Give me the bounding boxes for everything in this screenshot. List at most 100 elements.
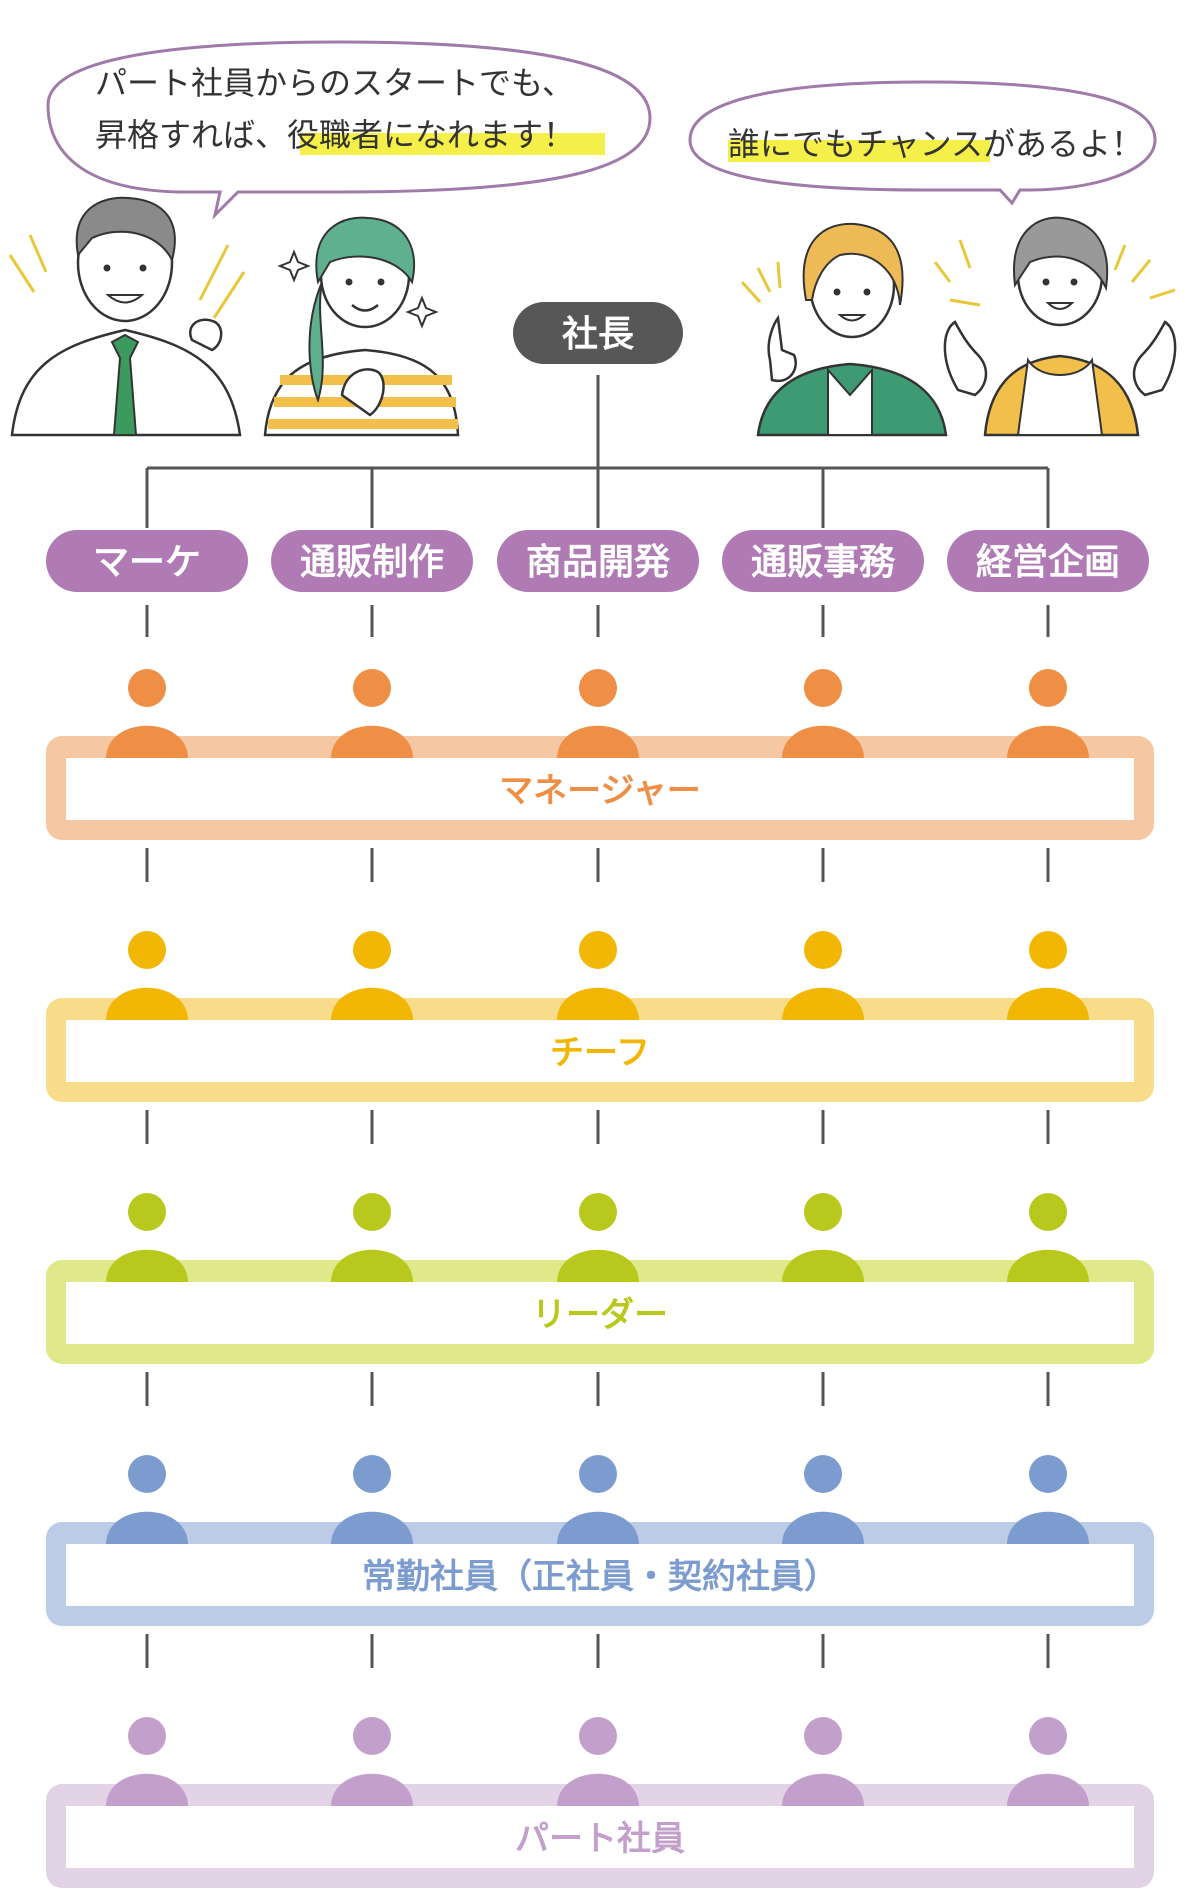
person-body <box>106 1249 188 1282</box>
person-body <box>106 1511 188 1544</box>
person-body <box>557 725 639 758</box>
person-icon <box>1007 1193 1089 1282</box>
person-head <box>1029 1717 1067 1755</box>
person-icon <box>782 1455 864 1544</box>
department-pill <box>271 530 473 592</box>
bubble-right-text: 誰にでもチャンスがあるよ！ <box>728 125 1143 163</box>
person-body <box>331 1511 413 1544</box>
person-icon <box>782 1193 864 1282</box>
president-label: 社長 <box>562 314 635 355</box>
person-head <box>128 1717 166 1755</box>
person-icon <box>1007 1455 1089 1544</box>
person-icon <box>1007 669 1089 758</box>
person-body <box>331 987 413 1020</box>
person-body <box>782 725 864 758</box>
tree-connectors <box>145 375 1050 528</box>
department-label: 通販事務 <box>751 542 896 583</box>
department-label: マーケ <box>93 542 201 583</box>
person-body <box>1007 1773 1089 1806</box>
person-head <box>128 669 166 707</box>
person-icon <box>106 1455 188 1544</box>
level-row: マネージャー <box>46 669 1154 840</box>
level-row: リーダー <box>46 1193 1154 1364</box>
person-head <box>353 1717 391 1755</box>
department-pill <box>722 530 924 592</box>
person-icon <box>557 669 639 758</box>
speech-bubble-left: パート社員からのスタートでも、 昇格すれば、役職者になれます！ <box>46 40 652 220</box>
person-body <box>782 1511 864 1544</box>
person-head <box>579 669 617 707</box>
person-body <box>331 725 413 758</box>
person-head <box>128 1193 166 1231</box>
department-pill <box>497 530 699 592</box>
level-row: パート社員 <box>46 1717 1154 1888</box>
person-head <box>804 669 842 707</box>
person-icon <box>331 1717 413 1806</box>
bubble-left-line2-plain: 昇格すれば、 <box>95 116 287 154</box>
person-head <box>353 931 391 969</box>
department-node: 通販事務 <box>722 530 924 592</box>
person-body <box>782 1249 864 1282</box>
person-body <box>1007 1511 1089 1544</box>
department-node: 経営企画 <box>947 530 1149 592</box>
level-label: マネージャー <box>499 771 701 811</box>
person-head <box>1029 1193 1067 1231</box>
level-label: 常勤社員（正社員・契約社員） <box>362 1557 838 1597</box>
person-icon <box>557 1455 639 1544</box>
person-body <box>557 1511 639 1544</box>
level-inner <box>66 1544 1134 1606</box>
department-pill <box>46 530 248 592</box>
illustration-woman-green-hair <box>263 216 460 437</box>
highlight-right <box>728 140 990 162</box>
level-row: 常勤社員（正社員・契約社員） <box>46 1455 1154 1626</box>
person-head <box>128 931 166 969</box>
person-icon <box>331 1193 413 1282</box>
person-body <box>331 1249 413 1282</box>
person-head <box>353 1455 391 1493</box>
person-body <box>557 987 639 1020</box>
person-head <box>579 1455 617 1493</box>
person-icon <box>782 1717 864 1806</box>
person-icon <box>1007 1717 1089 1806</box>
level-inner <box>66 1806 1134 1868</box>
person-head <box>353 669 391 707</box>
department-row: マーケ 通販制作 商品開発 通販事務 経営企画 <box>46 530 1149 592</box>
person-body <box>557 1249 639 1282</box>
department-label: 経営企画 <box>976 541 1120 583</box>
level-label: リーダー <box>532 1295 668 1335</box>
level-inner <box>66 1282 1134 1344</box>
person-body <box>782 1773 864 1806</box>
person-head <box>1029 1455 1067 1493</box>
person-icon <box>106 931 188 1020</box>
illustration-woman-gray-hair <box>933 216 1177 437</box>
person-head <box>579 931 617 969</box>
person-icon <box>557 1717 639 1806</box>
person-icon <box>106 669 188 758</box>
person-head <box>579 1193 617 1231</box>
level-row: チーフ <box>46 931 1154 1102</box>
person-icon <box>331 669 413 758</box>
bubble-left-line2-highlight: 役職者になれます！ <box>287 116 575 154</box>
person-icon <box>331 1455 413 1544</box>
department-label: 通販制作 <box>300 542 444 583</box>
person-icon <box>106 1717 188 1806</box>
person-head <box>1029 931 1067 969</box>
level-label: チーフ <box>550 1033 650 1073</box>
level-connectors <box>145 605 1050 1668</box>
person-head <box>128 1455 166 1493</box>
person-head <box>804 931 842 969</box>
person-icon <box>782 931 864 1020</box>
level-inner <box>66 758 1134 820</box>
department-label: 商品開発 <box>526 542 671 583</box>
level-inner <box>66 1020 1134 1082</box>
person-body <box>1007 987 1089 1020</box>
person-body <box>782 987 864 1020</box>
person-icon <box>782 669 864 758</box>
person-icon <box>557 1193 639 1282</box>
person-head <box>804 1193 842 1231</box>
person-head <box>353 1193 391 1231</box>
person-body <box>106 987 188 1020</box>
level-label: パート社員 <box>515 1819 685 1859</box>
